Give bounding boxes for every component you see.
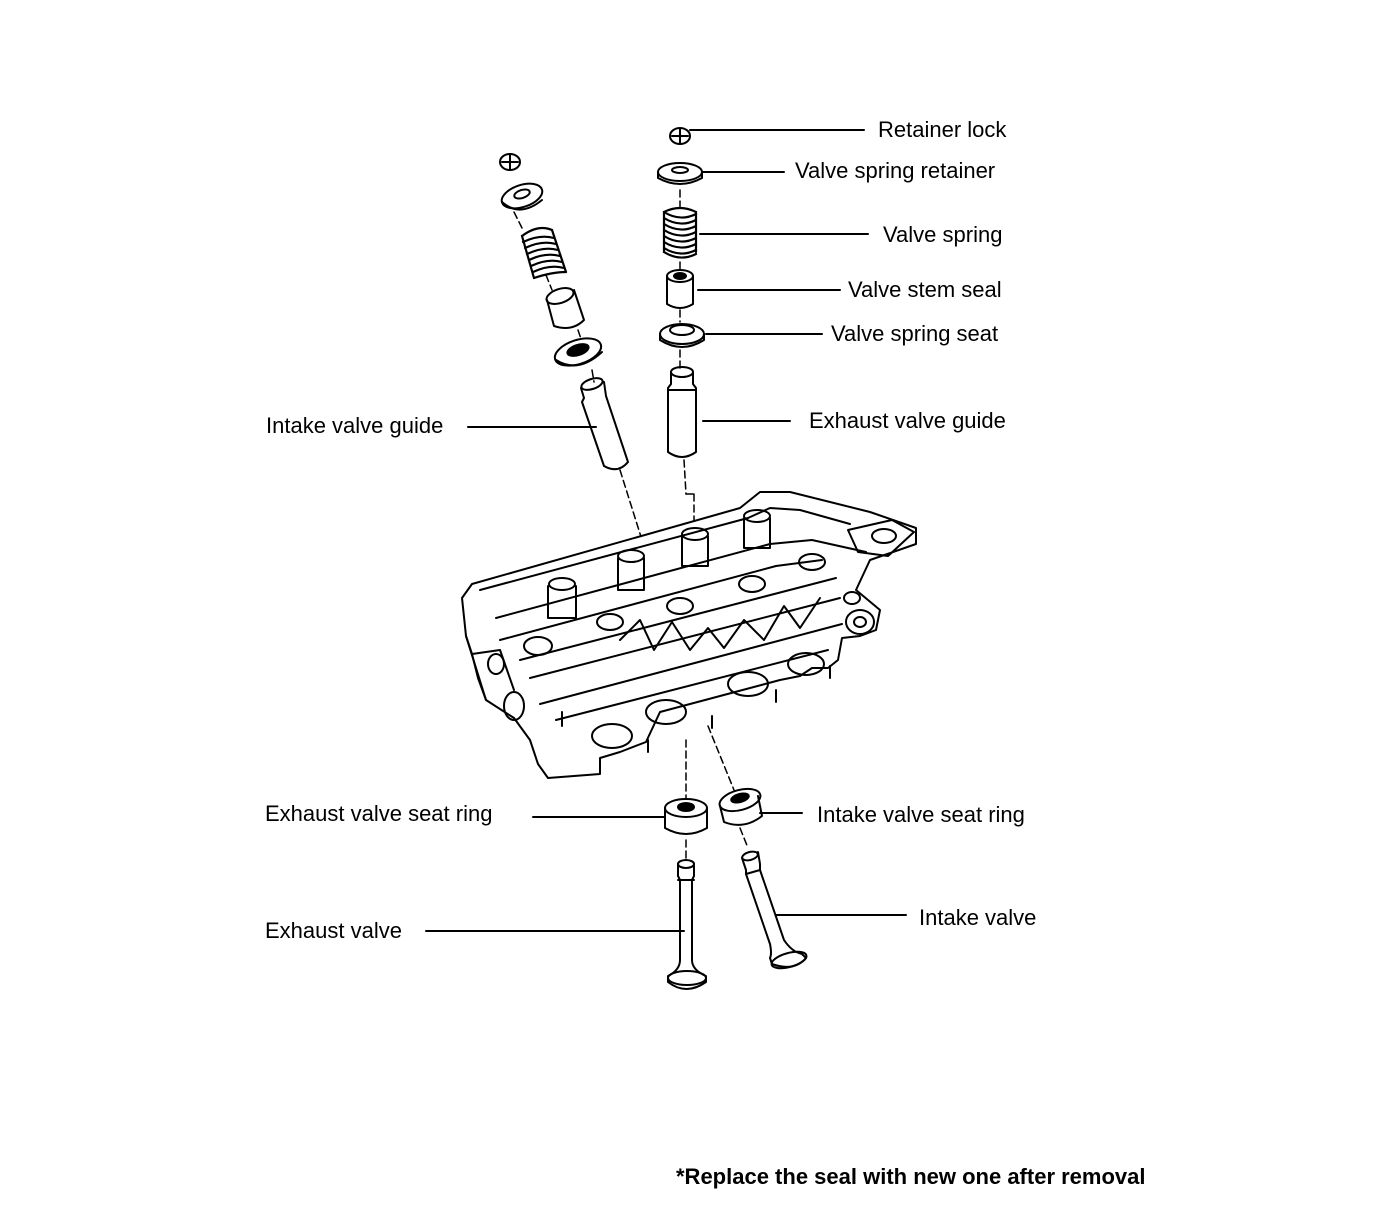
replace-seal-note: *Replace the seal with new one after rem… [676,1164,1146,1189]
intake-retainer-lock-part [499,153,521,171]
exhaust-stem-seal-part [666,269,694,309]
axis-dash-lines [513,189,749,859]
label-retainer-lock: Retainer lock [878,117,1007,142]
exhaust-valve-spring-part [662,206,698,259]
cylinder-head-part [461,491,917,779]
label-valve-stem-seal: Valve stem seal [848,277,1002,302]
leader-lines [425,129,907,932]
label-intake-valve-guide: Intake valve guide [266,413,444,438]
cam-towers [547,509,771,619]
intake-seat-ring-part [718,787,763,826]
exhaust-valve-guide-part [667,366,697,458]
label-exhaust-valve: Exhaust valve [265,918,402,943]
label-exhaust-valve-guide: Exhaust valve guide [809,408,1006,433]
exhaust-spring-retainer-part [657,162,703,185]
exhaust-spring-seat-part [659,323,705,348]
intake-stem-seal-part [545,287,585,329]
intake-valve-spring-part [520,226,568,280]
exhaust-seat-ring-part [664,798,708,835]
intake-valve-part [741,850,808,970]
label-valve-spring-retainer: Valve spring retainer [795,158,996,183]
exhaust-retainer-lock-part [669,127,691,145]
intake-spring-retainer-part [500,182,544,211]
label-valve-spring: Valve spring [883,222,1003,247]
label-exhaust-valve-seat-ring: Exhaust valve seat ring [265,801,493,826]
exhaust-valve-part [667,859,707,990]
label-intake-valve-seat-ring: Intake valve seat ring [817,802,1025,827]
intake-spring-seat-part [553,337,603,367]
label-valve-spring-seat: Valve spring seat [831,321,999,346]
label-intake-valve: Intake valve [919,905,1037,930]
intake-valve-guide-part [580,377,629,471]
